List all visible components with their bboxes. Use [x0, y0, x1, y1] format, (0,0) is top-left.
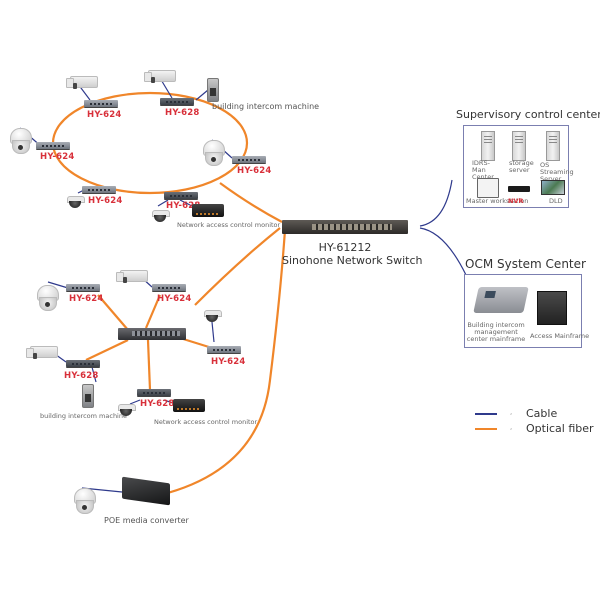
- core-switch-model: HY-61212: [318, 241, 372, 254]
- fiber-ring-to-core: [219, 182, 283, 223]
- ptz-camera-icon: [10, 128, 32, 154]
- switch-model-label: HY-628: [140, 399, 175, 409]
- switch-icon: [207, 346, 241, 353]
- switch-icon: [160, 98, 194, 105]
- legend-bullet: ,: [510, 408, 513, 416]
- bullet-camera-icon: [116, 270, 148, 283]
- nvr-icon: [508, 186, 530, 192]
- os-label: OS Streaming Server: [540, 161, 574, 183]
- intercom-center-label: Building intercom management center main…: [466, 321, 526, 343]
- nac-label: Network access control monitor: [177, 221, 281, 229]
- switch-icon: [152, 284, 186, 291]
- switch-model-label: HY-628: [64, 371, 99, 381]
- intercom-machine-icon: [207, 78, 219, 102]
- idrs-label: IDRS-Man Center: [472, 159, 494, 181]
- ptz-camera-icon: [74, 488, 96, 514]
- switch-model-label: HY-624: [69, 294, 104, 304]
- fiber-poe-to-core: [159, 229, 287, 497]
- switch-icon: [164, 192, 198, 199]
- bullet-camera-icon: [144, 70, 176, 83]
- streaming-server-icon: [546, 131, 560, 161]
- legend-bullet: ,: [510, 423, 513, 431]
- access-mainframe-label: Access Mainframe: [530, 332, 590, 340]
- switch-icon: [84, 100, 118, 107]
- switch-model-label: HY-624: [88, 196, 123, 206]
- intercom-center-icon: [473, 287, 529, 313]
- switch-icon: [36, 142, 70, 149]
- cable-core-to-ocm: [419, 227, 467, 276]
- nvr-label: NVR: [508, 197, 524, 205]
- switch-model-label: HY-624: [237, 166, 272, 176]
- legend-fiber-label: Optical fiber: [526, 422, 594, 435]
- ocm-title: OCM System Center: [465, 257, 586, 271]
- legend-fiber-swatch: [475, 428, 497, 430]
- access-mainframe-icon: [537, 291, 567, 325]
- bullet-camera-icon: [26, 346, 58, 359]
- switch-model-label: HY-624: [157, 294, 192, 304]
- network-access-control-icon: [192, 204, 224, 217]
- switch-model-label: HY-624: [87, 110, 122, 120]
- switch-model-label: HY-624: [211, 357, 246, 367]
- switch-icon: [137, 389, 171, 396]
- dome-camera-icon: [204, 310, 222, 322]
- storage-label: storage server: [509, 159, 534, 174]
- dld-display-icon: [541, 180, 565, 195]
- intercom-label: building intercom machine: [212, 102, 320, 111]
- fiber-star-4: [85, 339, 129, 361]
- fiber-star-5: [146, 339, 152, 391]
- cable-core-to-supervisory: [419, 179, 453, 227]
- dome-camera-icon: [67, 196, 85, 208]
- nac-label: Network access control monitor: [154, 418, 258, 426]
- ptz-camera-icon: [37, 285, 59, 311]
- core-switch-name: Sinohone Network Switch: [282, 254, 423, 267]
- optical-fiber-lines: [51, 91, 287, 497]
- fiber-star-2: [144, 294, 162, 329]
- idrs-server-icon: [481, 131, 495, 161]
- switch-model-label: HY-624: [40, 152, 75, 162]
- legend-cable-label: Cable: [526, 407, 558, 420]
- supervisory-title: Supervisory control center: [456, 108, 600, 121]
- storage-server-icon: [512, 131, 526, 161]
- dome-camera-icon: [152, 210, 170, 222]
- fiber-star-1: [97, 294, 129, 331]
- legend-cable-swatch: [475, 413, 497, 415]
- dome-camera-icon: [118, 404, 136, 416]
- workstation-label: Master workstation: [466, 197, 529, 205]
- intercom-machine-icon: [82, 384, 94, 408]
- workstation-icon: [477, 178, 499, 198]
- bullet-camera-icon: [66, 76, 98, 89]
- switch-icon: [232, 156, 266, 163]
- intercom-label: building intercom machine: [40, 412, 127, 420]
- poe-label: POE media converter: [104, 516, 189, 525]
- ptz-camera-icon: [203, 140, 225, 166]
- fiber-star-to-core: [194, 227, 281, 306]
- switch-model-label: HY-628: [166, 201, 201, 211]
- switch-icon: [66, 360, 100, 367]
- core-switch-icon: [282, 220, 408, 234]
- switch-model-label: HY-628: [165, 108, 200, 118]
- distribution-switch-icon: [118, 328, 186, 340]
- dld-label: DLD: [549, 197, 563, 205]
- network-access-control-icon: [173, 399, 205, 412]
- switch-icon: [66, 284, 100, 291]
- switch-icon: [82, 186, 116, 193]
